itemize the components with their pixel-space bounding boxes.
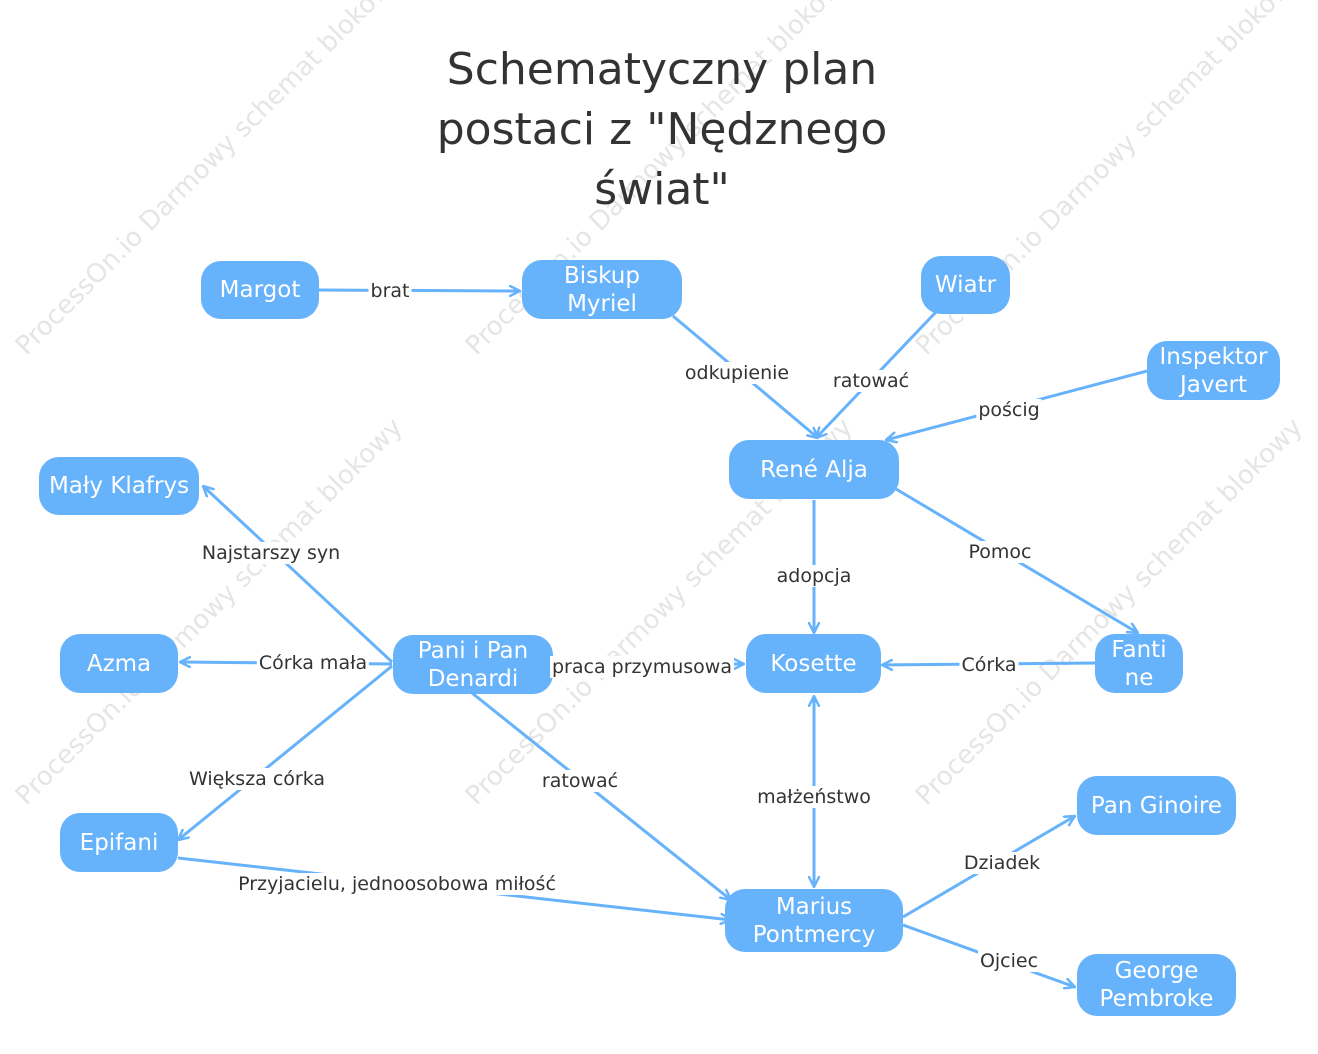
node-maly-klafrys[interactable]: Mały Klafrys: [39, 457, 199, 515]
edge-label-najstarszy-syn: Najstarszy syn: [199, 542, 343, 564]
edge-denardi-epifani: [178, 664, 393, 840]
edge-label-wieksza-corka: Większa córka: [186, 768, 328, 790]
page-title: Schematyczny plan postaci z "Nędznego św…: [436, 44, 888, 215]
edge-label-corka: Córka: [959, 654, 1019, 676]
edge-label-ratowac-2: ratować: [539, 770, 621, 792]
node-pani-pan-denardi[interactable]: Pani i Pan Denardi: [393, 635, 553, 694]
edge-label-pomoc: Pomoc: [966, 541, 1034, 563]
edge-label-corka-mala: Córka mała: [256, 652, 370, 674]
node-inspektor-javert[interactable]: Inspektor Javert: [1147, 341, 1280, 400]
edge-label-adopcja: adopcja: [774, 565, 854, 587]
node-wiatr[interactable]: Wiatr: [921, 256, 1010, 314]
node-kosette[interactable]: Kosette: [746, 634, 881, 693]
edge-label-ratowac: ratować: [830, 370, 912, 392]
node-marius-pontmercy[interactable]: Marius Pontmercy: [725, 889, 903, 952]
edge-label-ojciec: Ojciec: [977, 950, 1041, 972]
node-azma[interactable]: Azma: [60, 634, 178, 693]
edge-denardi-marius: [471, 691, 731, 900]
edge-label-odkupienie: odkupienie: [682, 362, 792, 384]
edge-label-brat: brat: [368, 280, 412, 302]
node-rene-alja[interactable]: René Alja: [729, 440, 899, 499]
node-pan-ginoire[interactable]: Pan Ginoire: [1077, 776, 1236, 835]
edge-label-malzenstwo: małżeństwo: [755, 786, 873, 808]
edge-label-przyjacielu: Przyjacielu, jednoosobowa miłość: [236, 873, 558, 895]
node-fantine[interactable]: Fanti ne: [1095, 634, 1183, 693]
edge-label-praca-przymusowa: praca przymusowa: [550, 656, 734, 678]
node-george-pembroke[interactable]: George Pembroke: [1077, 954, 1236, 1016]
edge-label-dziadek: Dziadek: [961, 852, 1043, 874]
node-biskup-myriel[interactable]: Biskup Myriel: [522, 260, 682, 319]
node-epifani[interactable]: Epifani: [60, 813, 178, 872]
node-margot[interactable]: Margot: [201, 261, 319, 319]
edge-margot-biskup: [317, 290, 520, 291]
edge-denardi-klafrys: [203, 486, 394, 664]
edge-label-poscig: pościg: [976, 399, 1042, 421]
